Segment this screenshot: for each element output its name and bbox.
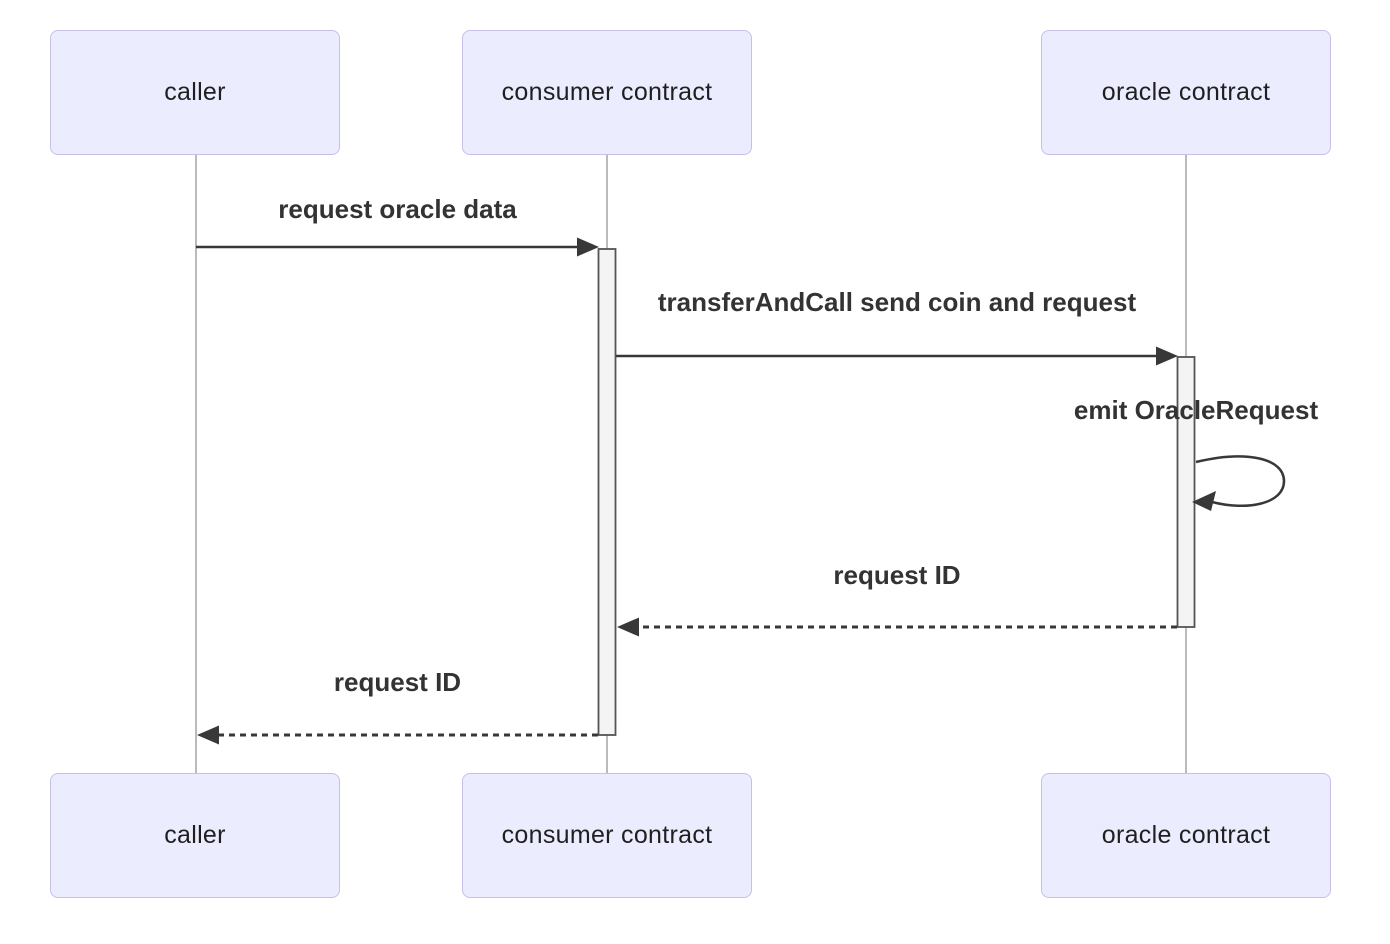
actor-label: caller bbox=[164, 821, 226, 849]
actor-top-consumer-contract: consumer contract bbox=[462, 30, 752, 155]
actor-label: consumer contract bbox=[501, 821, 713, 849]
message-2-arrowhead bbox=[1156, 346, 1178, 366]
message-1-arrowhead bbox=[577, 237, 599, 257]
actor-bottom-oracle-contract: oracle contract bbox=[1041, 773, 1331, 898]
message-3-arrowhead bbox=[1192, 491, 1216, 511]
message-5-arrowhead bbox=[197, 725, 219, 745]
actor-label: consumer contract bbox=[501, 78, 713, 106]
actor-bottom-consumer-contract: consumer contract bbox=[462, 773, 752, 898]
message-3-label: emit OracleRequest bbox=[1073, 395, 1319, 425]
message-2-label: transferAndCall send coin and request bbox=[657, 287, 1137, 317]
actor-bottom-caller: caller bbox=[50, 773, 340, 898]
message-4-label: request ID bbox=[833, 560, 961, 590]
actor-label: oracle contract bbox=[1101, 78, 1271, 106]
actor-top-oracle-contract: oracle contract bbox=[1041, 30, 1331, 155]
message-1-label: request oracle data bbox=[278, 194, 517, 224]
message-3-self-loop-line bbox=[1195, 455, 1286, 508]
activation-bar-oracle-contract bbox=[1176, 356, 1196, 628]
actor-label: oracle contract bbox=[1101, 821, 1271, 849]
activation-bar-consumer-contract bbox=[597, 248, 617, 736]
message-4-arrowhead bbox=[617, 617, 639, 637]
message-5-label: request ID bbox=[333, 667, 462, 697]
actor-top-caller: caller bbox=[50, 30, 340, 155]
actor-label: caller bbox=[164, 78, 226, 106]
